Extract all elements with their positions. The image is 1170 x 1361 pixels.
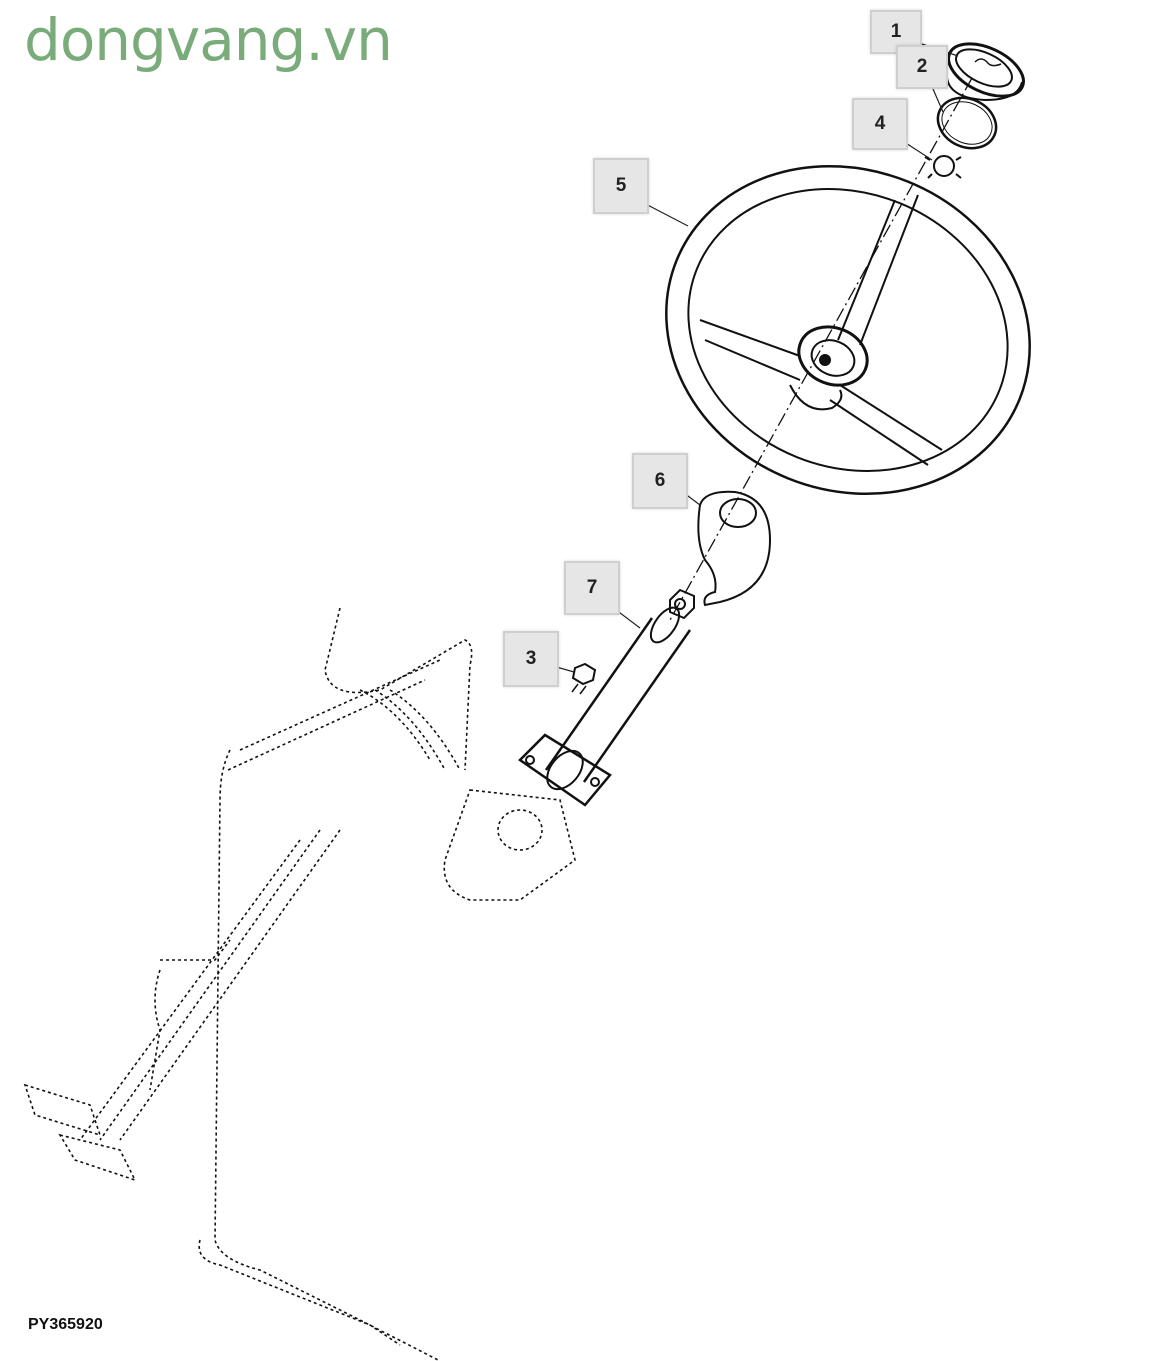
callout-6[interactable]: 6 [632, 453, 688, 509]
figure-id-label: PY365920 [28, 1316, 103, 1333]
lock-washer-part [924, 155, 962, 179]
callout-3[interactable]: 3 [503, 631, 559, 687]
center-axis-line [669, 77, 973, 621]
watermark: dongvang.vn [24, 6, 393, 74]
cap-part [946, 42, 1025, 102]
callout-4[interactable]: 4 [852, 98, 908, 150]
callout-5[interactable]: 5 [593, 158, 649, 214]
ring-part [936, 96, 998, 150]
steering-wheel-part [665, 165, 1031, 495]
cover-part [697, 490, 772, 607]
steering-column-part [518, 588, 695, 807]
callout-7[interactable]: 7 [564, 561, 620, 615]
bolt-part [571, 662, 597, 695]
hydraulic-lines-dashed [23, 607, 576, 1361]
callout-2[interactable]: 2 [896, 45, 948, 89]
